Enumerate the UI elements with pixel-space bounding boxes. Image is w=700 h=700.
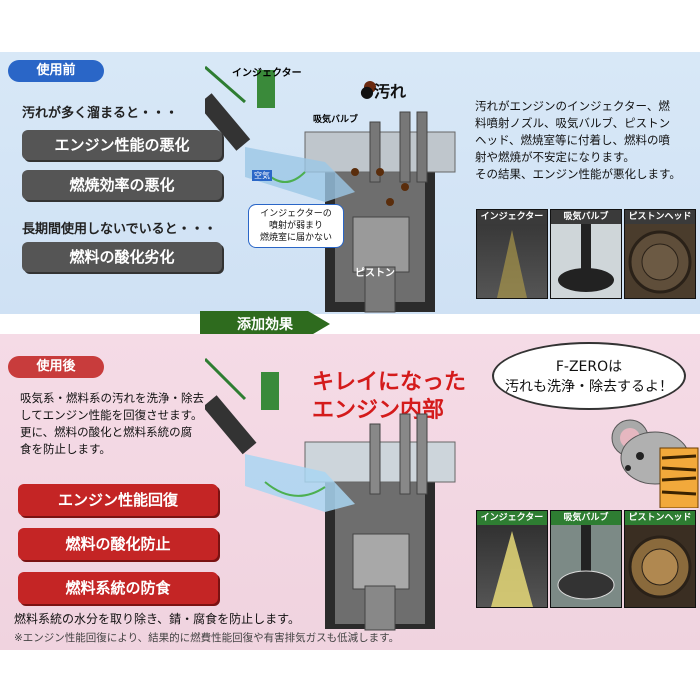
after-tag: 使用後	[8, 356, 104, 378]
before-box-combustion: 燃焼効率の悪化	[22, 170, 222, 200]
before-lead-1: 汚れが多く溜まると・・・	[22, 106, 179, 121]
speech-bubble: F-ZEROは 汚れも洗浄・除去するよ！	[492, 342, 686, 410]
before-panel: 使用前 汚れが多く溜まると・・・ エンジン性能の悪化 燃焼効率の悪化 長期間使用…	[0, 52, 700, 314]
after-box-anticorrosion: 燃料系統の防食	[18, 572, 218, 604]
before-thumb-valve: 吸気バルブ	[550, 209, 622, 299]
before-description: 汚れがエンジンのインジェクター、燃 料噴射ノズル、吸気バルブ、ピストン ヘッド、…	[475, 99, 681, 181]
after-description: 吸気系・燃料系の汚れを洗浄・除去 してエンジン性能を回復させます。 更に、燃料の…	[20, 391, 204, 456]
before-tag: 使用前	[8, 60, 104, 82]
footer-line-2: ※エンジン性能回復により、結果的に燃費性能回復や有害排気ガスも低減します。	[14, 632, 400, 644]
after-thumb-piston: ピストンヘッド	[624, 510, 696, 608]
after-box-performance: エンジン性能回復	[18, 484, 218, 516]
piston-label: ピストン	[355, 268, 395, 279]
transition-label: 添加効果	[237, 317, 293, 333]
before-thumb-injector: インジェクター	[476, 209, 548, 299]
bubble-line-1: F-ZEROは	[555, 359, 623, 375]
dirt-label: ●汚れ	[360, 82, 406, 101]
intake-air-label: 空気	[252, 170, 272, 181]
before-box-engine-performance: エンジン性能の悪化	[22, 130, 222, 160]
engine-illustration-after	[205, 357, 456, 631]
before-thumb-piston: ピストンヘッド	[624, 209, 696, 299]
footer-line-1: 燃料系統の水分を取り除き、錆・腐食を防止します。	[14, 612, 300, 626]
transition-arrow: 添加効果	[200, 311, 330, 337]
after-box-oxidation: 燃料の酸化防止	[18, 528, 218, 560]
injector-label-before: インジェクター	[232, 68, 302, 79]
after-headline-1: キレイになった	[312, 370, 467, 395]
before-lead-2: 長期間使用しないでいると・・・	[22, 222, 217, 237]
after-panel: 使用後 吸気系・燃料系の汚れを洗浄・除去 してエンジン性能を回復させます。 更に…	[0, 334, 700, 650]
after-thumb-injector: インジェクター	[476, 510, 548, 608]
before-box-oxidation: 燃料の酸化劣化	[22, 242, 222, 272]
bubble-line-2: 汚れも洗浄・除去するよ！	[505, 379, 673, 395]
after-thumb-valve: 吸気バルブ	[550, 510, 622, 608]
intake-valve-label-before: 吸気バルブ	[313, 115, 359, 125]
mascot-mouse	[611, 419, 699, 508]
injector-note: インジェクターの 噴射が弱まり 燃焼室に届かない	[248, 204, 344, 248]
engine-illustration-before	[205, 65, 456, 313]
